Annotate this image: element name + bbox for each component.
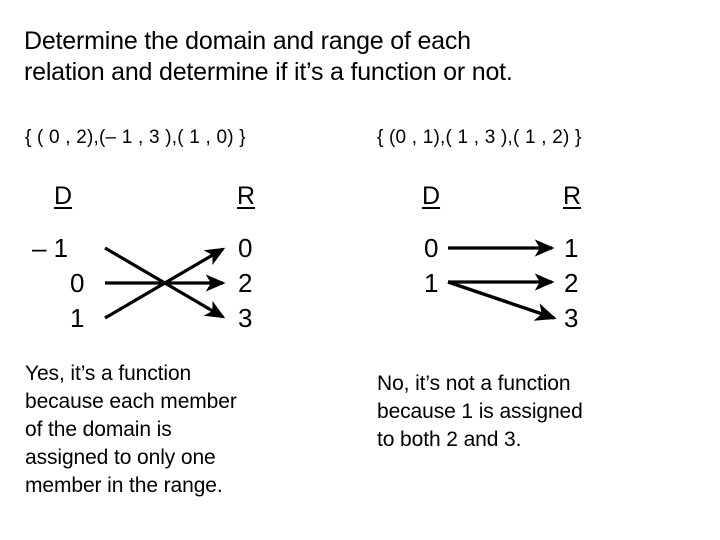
page-title: Determine the domain and range of each r… <box>24 27 513 86</box>
mapping-diagram-left: D R – 1 0 1 0 2 3 <box>26 178 346 346</box>
mapping-arrows-left <box>104 246 226 320</box>
range-header-left: R <box>237 182 256 210</box>
set-notation-left: { ( 0 , 2),(– 1 , 3 ),( 1 , 0) } <box>25 127 246 148</box>
domain-value-right-0: 0 <box>424 233 439 263</box>
range-value-right-0: 1 <box>564 233 579 263</box>
range-value-left-2: 3 <box>238 303 253 333</box>
conclusion-right: No, it’s not a function because 1 is ass… <box>377 372 583 451</box>
domain-value-right-1: 1 <box>424 268 439 298</box>
arrow-right-1-to-3 <box>447 280 557 321</box>
conclusion-left: Yes, it’s a function because each member… <box>25 362 237 497</box>
arrow-left-1-to-0 <box>104 247 226 320</box>
domain-value-left-2: 1 <box>70 303 85 333</box>
range-header-right: R <box>563 182 582 210</box>
mapping-diagram-right: D R 0 1 1 2 3 <box>378 178 698 346</box>
domain-value-left-0: – 1 <box>32 233 69 263</box>
range-value-left-1: 2 <box>238 268 253 298</box>
domain-header-right: D <box>422 182 441 210</box>
mapping-arrows-right <box>447 239 557 321</box>
set-notation-right: { (0 , 1),( 1 , 3 ),( 1 , 2) } <box>377 127 582 148</box>
range-value-right-2: 3 <box>564 303 579 333</box>
range-value-left-0: 0 <box>238 233 253 263</box>
domain-header-left: D <box>54 182 73 210</box>
domain-value-left-1: 0 <box>70 268 85 298</box>
range-value-right-1: 2 <box>564 268 579 298</box>
